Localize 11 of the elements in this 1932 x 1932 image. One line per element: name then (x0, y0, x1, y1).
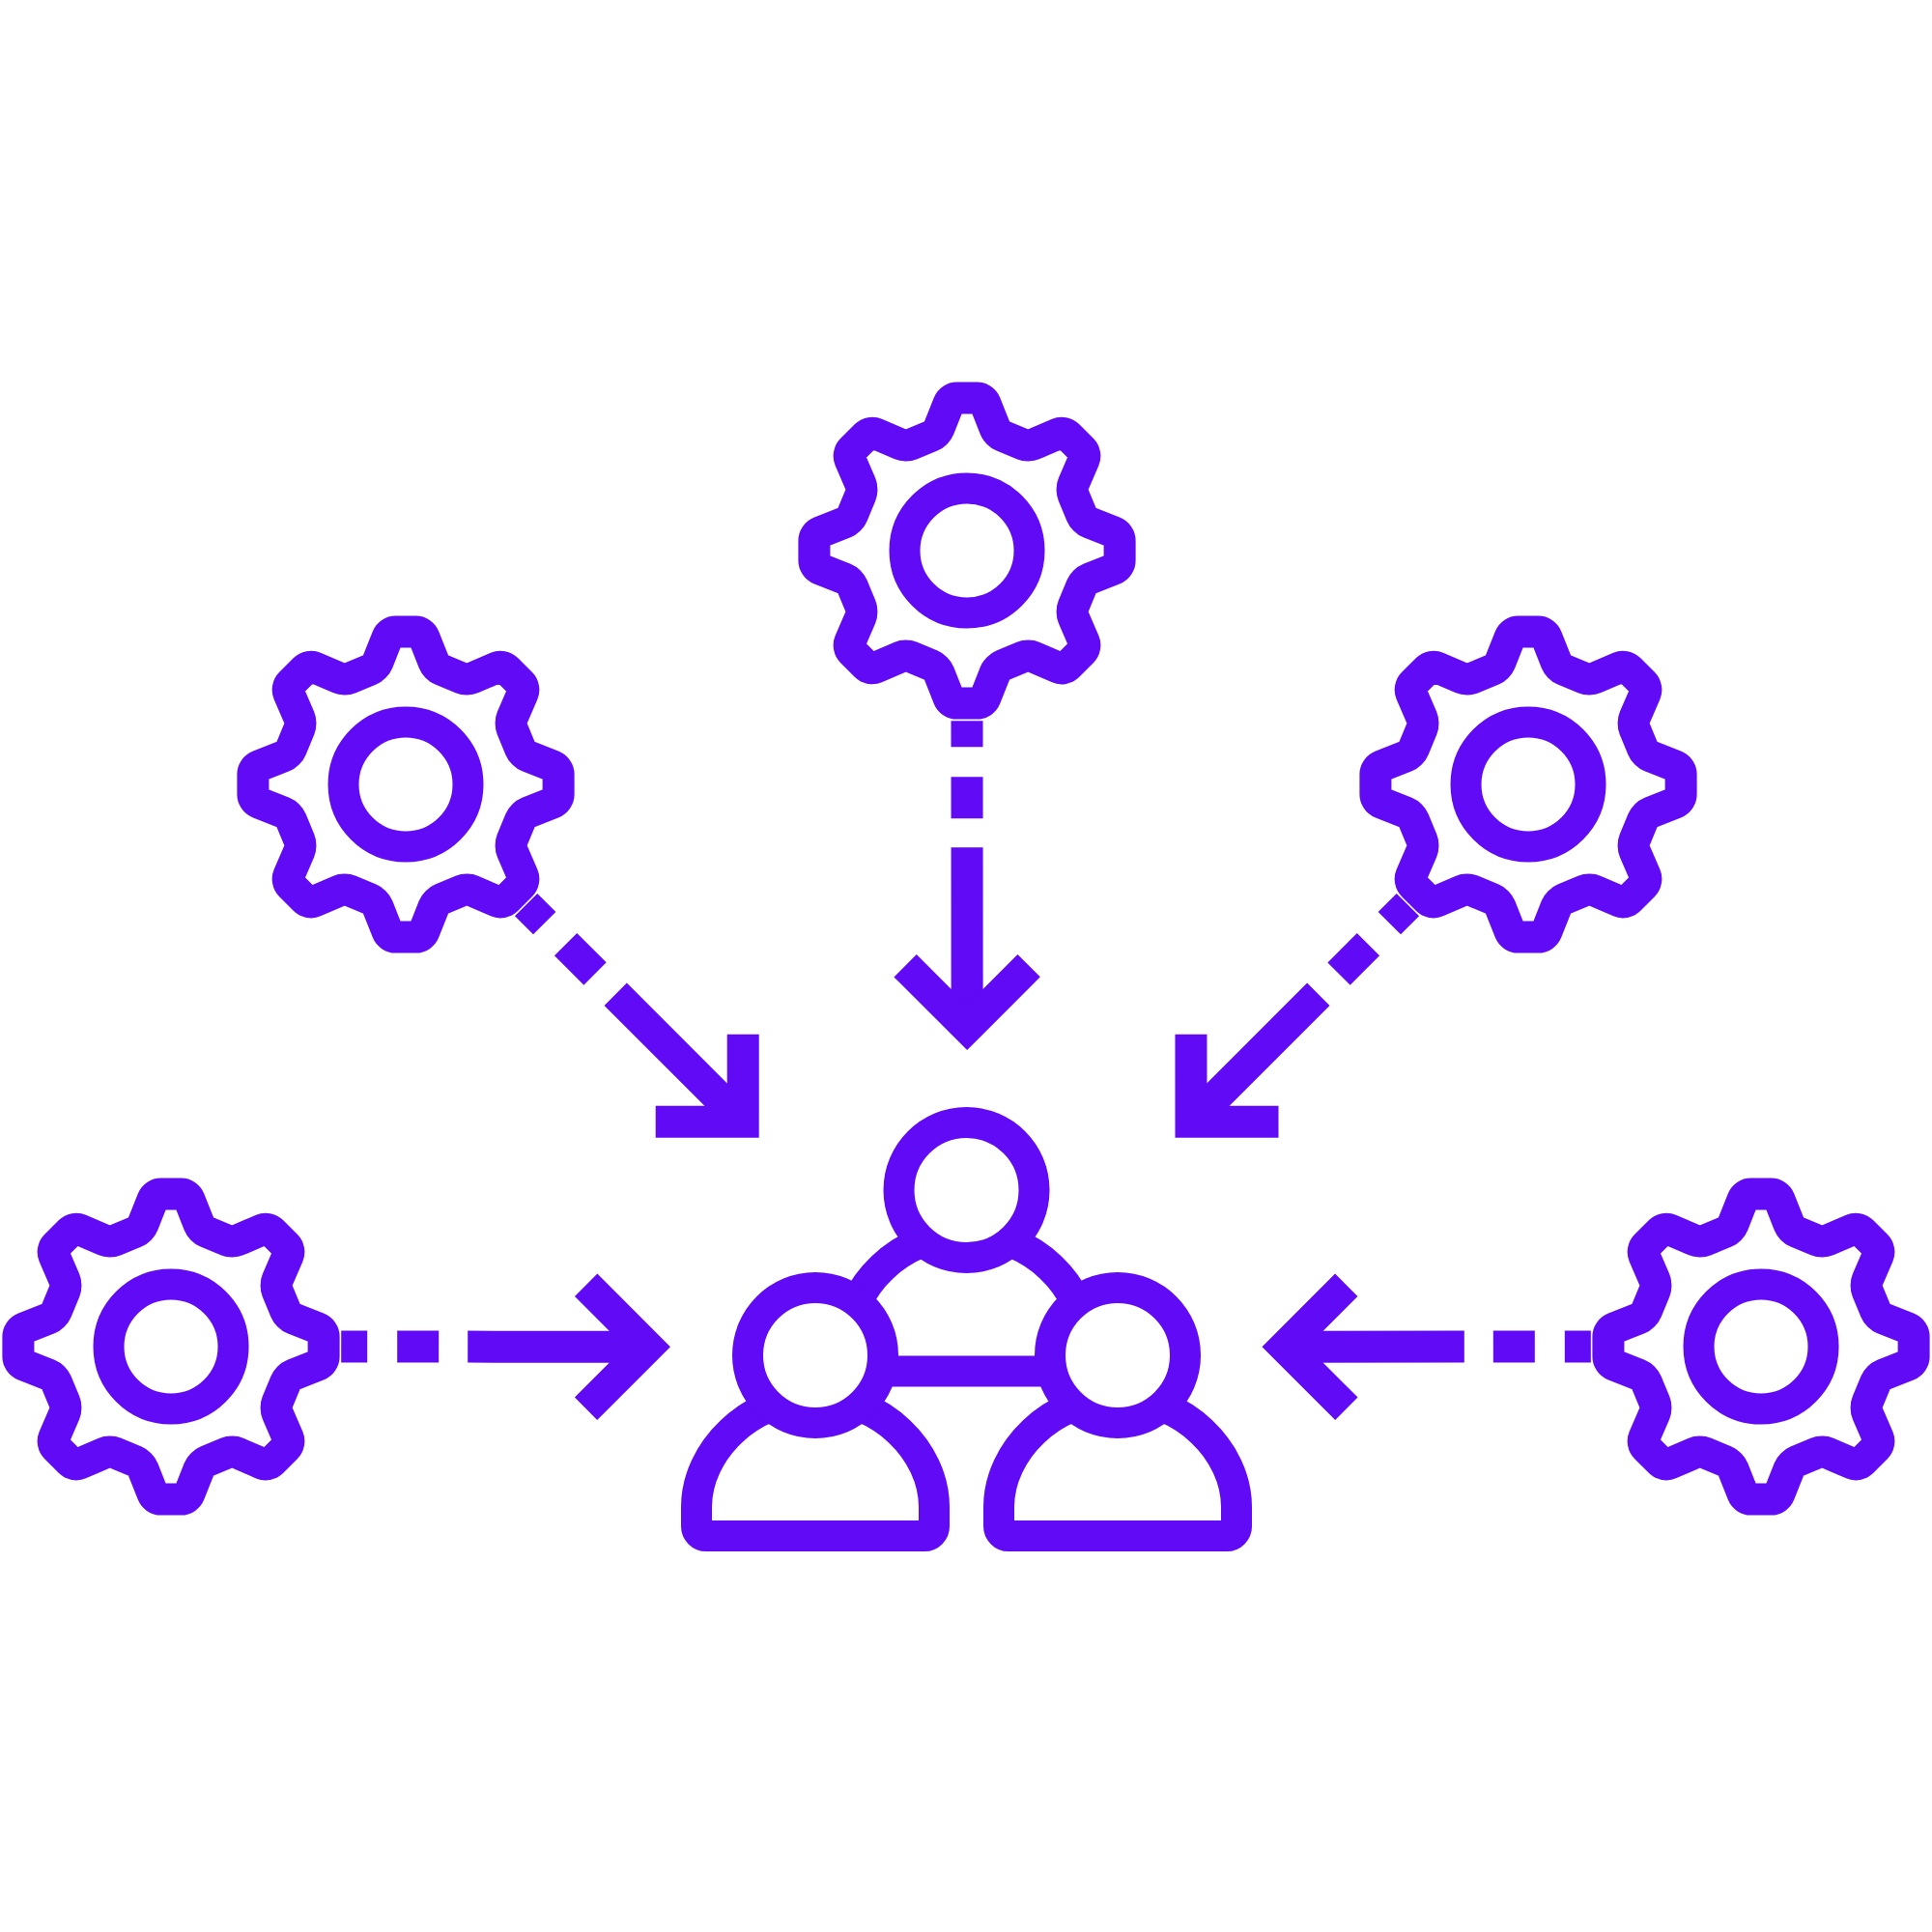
gear-icon (237, 615, 575, 953)
dashed-arrow (894, 721, 1040, 1051)
dashed-arrow (1262, 1273, 1591, 1420)
dashed-arrow (514, 893, 759, 1138)
gear-icon (2, 1178, 340, 1516)
gear-icon (1359, 615, 1697, 953)
dashed-arrow (1175, 893, 1420, 1138)
people-icon (681, 1107, 1252, 1551)
gear-icon (798, 382, 1136, 720)
gear-icon (1592, 1178, 1930, 1516)
dashed-arrow (341, 1273, 670, 1420)
